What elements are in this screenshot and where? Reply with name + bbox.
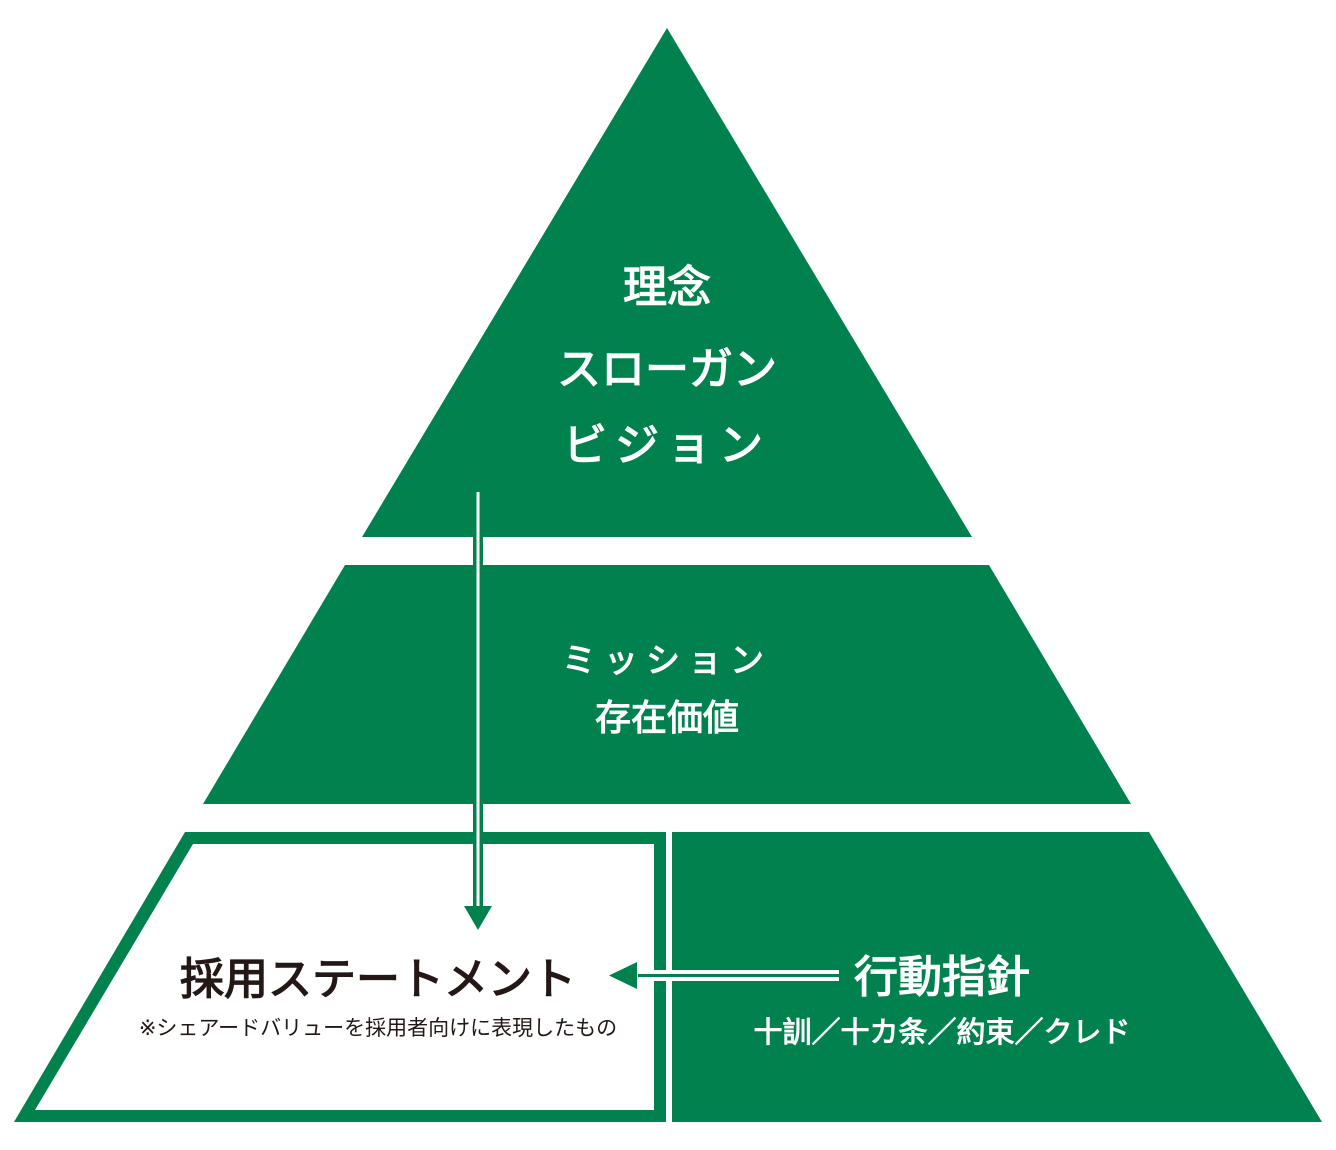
middle-tier-label-2: 存在価値: [595, 697, 739, 739]
top-tier-label-1: 理念: [623, 262, 711, 313]
vertical-arrow: [464, 492, 492, 930]
middle-tier-shape: [203, 565, 1131, 804]
middle-tier-label-1: ミッション: [562, 641, 772, 681]
recruitment-statement-title: 採用ステートメント: [180, 954, 576, 1005]
top-tier-shape: [362, 28, 972, 537]
recruitment-statement-note: ※シェアードバリューを採用者向けに表現したもの: [139, 1016, 617, 1040]
bottom-left-panel: [35, 844, 654, 1110]
top-tier-label-2: スローガン: [557, 344, 777, 395]
action-guidelines-title: 行動指針: [854, 952, 1030, 1003]
bottom-right-shape: [672, 832, 1322, 1122]
action-guidelines-subtitle: 十訓／十カ条／約束／クレド: [753, 1015, 1130, 1049]
top-tier-label-3: ビジョン: [563, 420, 771, 471]
horizontal-arrow: [609, 962, 839, 989]
